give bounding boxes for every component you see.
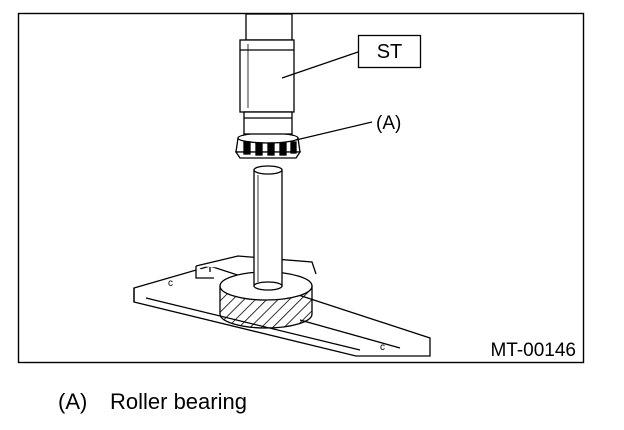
- part-callout: (A): [376, 113, 401, 134]
- legend-key: (A): [58, 389, 88, 414]
- svg-text:c: c: [380, 342, 385, 353]
- tool-label: ST: [377, 41, 403, 63]
- st-leader-line: [281, 51, 359, 79]
- roller-bearing: [234, 132, 302, 159]
- figure-code: MT-00146: [490, 340, 576, 361]
- shaft: [253, 165, 283, 291]
- figure-frame: [17, 12, 585, 364]
- legend-text: Roller bearing: [110, 389, 247, 414]
- special-tool: [239, 13, 295, 135]
- a-leader-line: [295, 121, 373, 141]
- svg-text:c: c: [168, 278, 173, 289]
- tool-label-box: [357, 34, 422, 69]
- legend: (A) Roller bearing: [58, 389, 247, 415]
